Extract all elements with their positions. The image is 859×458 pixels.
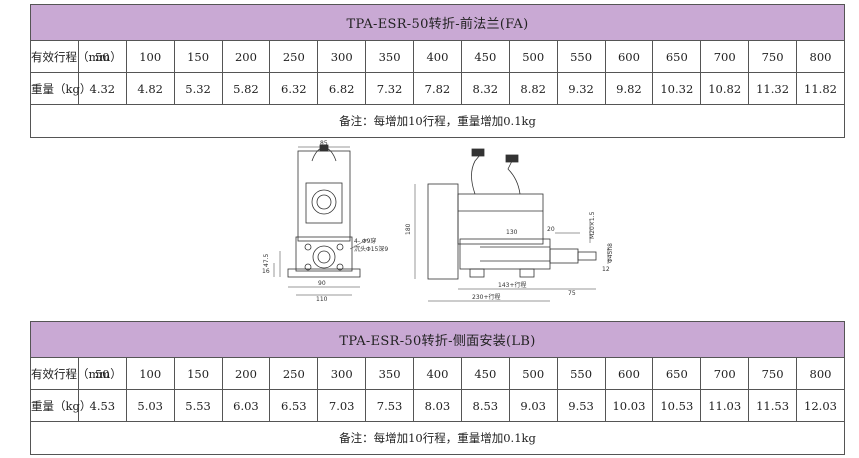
lb-weight-cell: 5.53 (173, 389, 223, 422)
lb-weight-cell: 10.03 (604, 389, 654, 422)
fa-weight-cell: 8.32 (460, 72, 510, 105)
fa-stroke-cell: 150 (173, 40, 223, 73)
lb-stroke-cell: 350 (365, 357, 414, 390)
dim-d45: Φ45h8 (607, 243, 614, 263)
lb-weight-cell: 9.03 (508, 389, 558, 422)
hole-note-2: 沉头Φ15深9 (354, 245, 388, 253)
lb-weight-cell: 8.53 (460, 389, 510, 422)
fa-weight-cell: 11.82 (796, 72, 845, 105)
fa-weight-cell: 6.82 (317, 72, 367, 105)
lb-stroke-cell: 450 (460, 357, 510, 390)
side-view (414, 148, 609, 302)
lb-weight-cell: 7.03 (317, 389, 367, 422)
dim-90: 90 (318, 280, 326, 287)
fa-stroke-cell: 750 (748, 40, 797, 73)
fa-stroke-row: 有效行程（mm） 50 100 150 200 250 300 350 400 … (30, 40, 845, 73)
fa-stroke-cell: 350 (365, 40, 414, 73)
dim-16: 16 (262, 268, 270, 275)
fa-weight-label: 重量（kg） (30, 72, 91, 105)
dim-180: 180 (405, 223, 412, 235)
fa-stroke-cell: 100 (125, 40, 175, 73)
fa-weight-cell: 9.82 (604, 72, 654, 105)
dim-m20: M20×1.5 (589, 211, 596, 239)
drawing-svg: 85 90 110 47.5 16 4- Φ9穿 沉头Φ15深9 180 20 … (262, 140, 614, 303)
lb-stroke-cell: 250 (269, 357, 319, 390)
lb-spec-table: TPA-ESR-50转折-侧面安装(LB) 有效行程（mm） 50 100 15… (30, 321, 845, 455)
fa-stroke-cell: 650 (652, 40, 702, 73)
fa-weight-cell: 9.32 (556, 72, 606, 105)
lb-weight-cell: 10.53 (652, 389, 702, 422)
fa-stroke-cell: 400 (413, 40, 462, 73)
lb-weight-cell: 11.53 (748, 389, 797, 422)
lb-weight-cell: 5.03 (125, 389, 175, 422)
fa-spec-table: TPA-ESR-50转折-前法兰(FA) 有效行程（mm） 50 100 150… (30, 4, 845, 138)
lb-weight-cell: 9.53 (556, 389, 606, 422)
fa-stroke-cell: 600 (604, 40, 654, 73)
dim-143: 143+行程 (498, 281, 526, 289)
lb-stroke-row: 有效行程（mm） 50 100 150 200 250 300 350 400 … (30, 357, 845, 390)
lb-stroke-cell: 600 (604, 357, 654, 390)
dim-47-5: 47.5 (263, 253, 270, 267)
fa-stroke-cell: 500 (508, 40, 558, 73)
dim-230: 230+行程 (472, 293, 500, 301)
technical-drawing: 85 90 110 47.5 16 4- Φ9穿 沉头Φ15深9 180 20 … (250, 139, 850, 314)
fa-table-title: TPA-ESR-50转折-前法兰(FA) (30, 4, 845, 41)
dim-130: 130 (506, 229, 518, 236)
lb-stroke-cell: 300 (317, 357, 367, 390)
fa-weight-cell: 10.32 (652, 72, 702, 105)
lb-weight-cell: 8.03 (413, 389, 462, 422)
fa-stroke-cell: 300 (317, 40, 367, 73)
fa-weight-cell: 7.32 (365, 72, 414, 105)
lb-weight-cell: 12.03 (796, 389, 845, 422)
dim-85: 85 (320, 140, 328, 147)
fa-stroke-cell: 450 (460, 40, 510, 73)
lb-weight-cell: 7.53 (365, 389, 414, 422)
fa-weight-cell: 5.82 (221, 72, 271, 105)
fa-weight-row: 重量（kg） 4.32 4.82 5.32 5.82 6.32 6.82 7.3… (30, 72, 845, 105)
fa-weight-cell: 5.32 (173, 72, 223, 105)
lb-stroke-cell: 500 (508, 357, 558, 390)
fa-stroke-cell: 700 (700, 40, 750, 73)
lb-weight-label: 重量（kg） (30, 389, 91, 422)
lb-table-note: 备注：每增加10行程，重量增加0.1kg (30, 421, 845, 455)
fa-weight-cell: 8.82 (508, 72, 558, 105)
fa-weight-cell: 7.82 (413, 72, 462, 105)
lb-stroke-cell: 50 (77, 357, 127, 390)
fa-stroke-cell: 250 (269, 40, 319, 73)
dim-20: 20 (547, 226, 555, 233)
fa-weight-cell: 6.32 (269, 72, 319, 105)
lb-stroke-cell: 200 (221, 357, 271, 390)
fa-stroke-cell: 550 (556, 40, 606, 73)
fa-weight-cell: 4.32 (77, 72, 127, 105)
lb-stroke-cell: 700 (700, 357, 750, 390)
lb-weight-row: 重量（kg） 4.53 5.03 5.53 6.03 6.53 7.03 7.5… (30, 389, 845, 422)
lb-weight-cell: 6.03 (221, 389, 271, 422)
dim-110: 110 (316, 296, 328, 303)
lb-stroke-cell: 750 (748, 357, 797, 390)
lb-stroke-cell: 800 (796, 357, 845, 390)
lb-stroke-cell: 650 (652, 357, 702, 390)
fa-stroke-cell: 200 (221, 40, 271, 73)
dim-12: 12 (602, 266, 610, 273)
lb-stroke-cell: 100 (125, 357, 175, 390)
dim-75: 75 (568, 290, 576, 297)
fa-stroke-cell: 800 (796, 40, 845, 73)
lb-stroke-cell: 400 (413, 357, 462, 390)
lb-weight-cell: 6.53 (269, 389, 319, 422)
lb-table-title: TPA-ESR-50转折-侧面安装(LB) (30, 321, 845, 358)
lb-stroke-cell: 550 (556, 357, 606, 390)
hole-note-1: 4- Φ9穿 (354, 237, 376, 245)
fa-weight-cell: 4.82 (125, 72, 175, 105)
lb-weight-cell: 11.03 (700, 389, 750, 422)
fa-table-note: 备注：每增加10行程，重量增加0.1kg (30, 104, 845, 138)
fa-stroke-label: 有效行程（mm） (30, 40, 122, 73)
fa-weight-cell: 10.82 (700, 72, 750, 105)
lb-stroke-label: 有效行程（mm） (30, 357, 122, 390)
lb-stroke-cell: 150 (173, 357, 223, 390)
fa-stroke-cell: 50 (77, 40, 127, 73)
fa-weight-cell: 11.32 (748, 72, 797, 105)
front-view (273, 144, 369, 296)
